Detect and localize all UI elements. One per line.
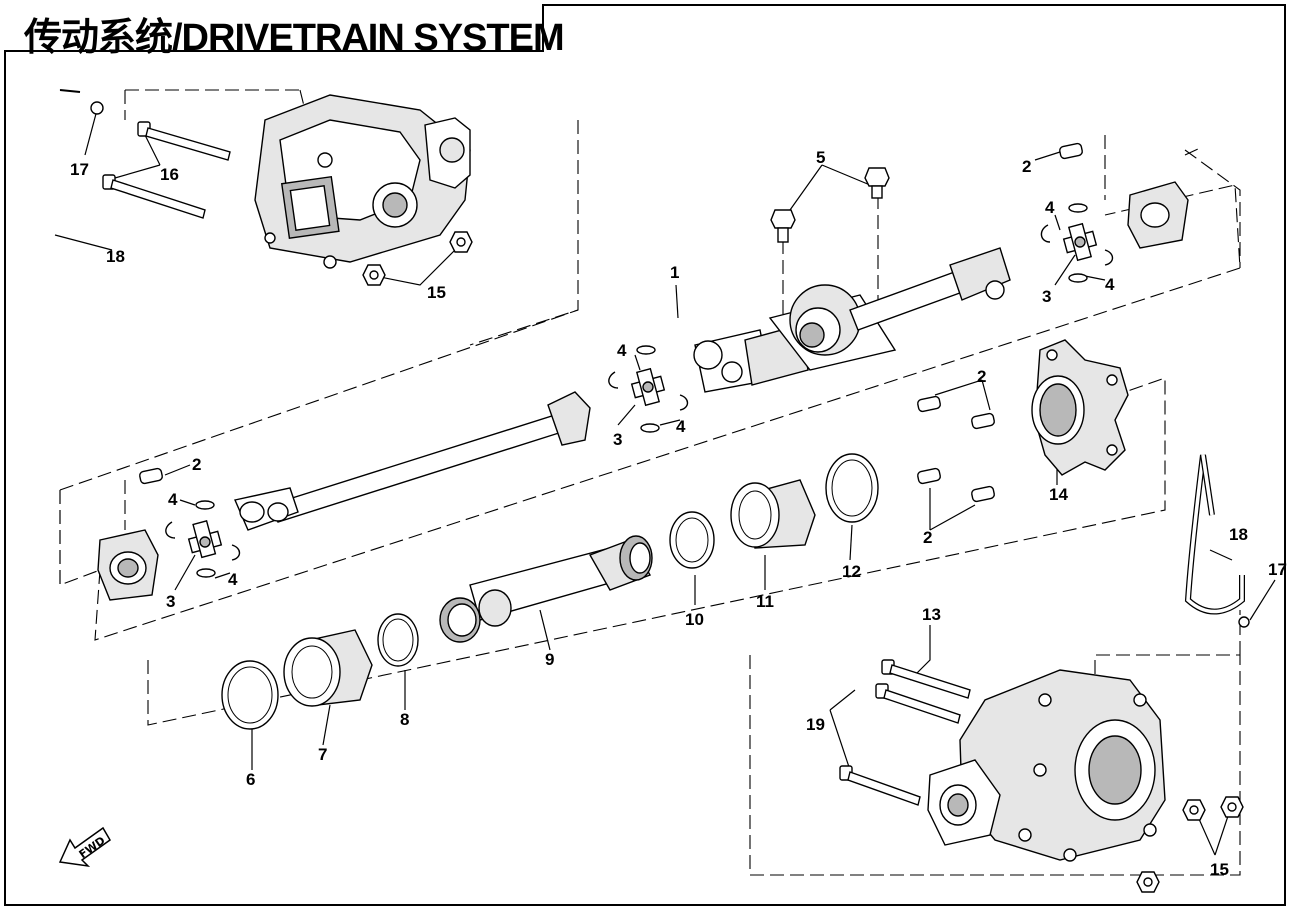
callout-2-left: 2	[192, 455, 201, 474]
snap-ring-rear	[1040, 203, 1114, 283]
callout-4-front-bottom: 4	[228, 570, 238, 589]
boot-7	[283, 629, 373, 707]
bracket-bolt-5b	[864, 167, 890, 199]
slip-shaft-9	[439, 535, 653, 643]
bracket-bolt-5a	[770, 209, 796, 243]
title-box: 传动系统/DRIVETRAIN SYSTEM	[4, 4, 565, 59]
diagram-frame	[4, 4, 1286, 906]
universal-joint-center	[630, 367, 666, 407]
snap-ring-center	[608, 345, 689, 433]
callout-8: 8	[400, 710, 409, 729]
callout-5: 5	[816, 148, 825, 167]
callout-2-right-lower: 2	[923, 528, 932, 547]
flange-yoke-front	[97, 529, 159, 601]
callout-4-center-top: 4	[617, 341, 627, 360]
universal-joint-rear	[1062, 222, 1098, 262]
callout-9: 9	[545, 650, 554, 669]
callout-4-center-bottom: 4	[676, 417, 686, 436]
callout-3-rear: 3	[1042, 287, 1051, 306]
long-bolt-16b	[102, 174, 206, 219]
callout-15-front: 15	[427, 283, 446, 302]
callout-2-right-upper: 2	[977, 367, 986, 386]
long-bolt-13	[881, 659, 971, 699]
long-bolt-19b	[839, 765, 921, 806]
callout-18-front: 18	[106, 247, 125, 266]
flange-yoke-rear	[1127, 181, 1189, 249]
breather-hose-front	[39, 88, 102, 469]
universal-joint-front	[187, 520, 223, 559]
callout-17-rear: 17	[1268, 560, 1287, 579]
callout-12: 12	[842, 562, 861, 581]
hose-clamp-front	[90, 101, 104, 115]
clamp-ring-10	[669, 511, 715, 569]
callout-18-rear: 18	[1229, 525, 1248, 544]
rear-diff-boundary	[749, 610, 1241, 876]
callout-1: 1	[670, 263, 679, 282]
output-flange-14	[1031, 339, 1129, 476]
bolt-2-right-lower	[917, 467, 995, 503]
callout-15-rear: 15	[1210, 860, 1229, 879]
callout-17-front: 17	[70, 160, 89, 179]
callout-4-rear-bottom: 4	[1105, 275, 1115, 294]
callout-14: 14	[1049, 485, 1068, 504]
callout-19: 19	[806, 715, 825, 734]
callout-labels: 1 2 2 2 2 3 3 3 4 4 4 4 4 4 5 6 7 8 9 10…	[70, 148, 1287, 879]
callout-3-center: 3	[613, 430, 622, 449]
clamp-ring-6	[221, 660, 279, 730]
callout-13: 13	[922, 605, 941, 624]
center-support-bearing	[693, 247, 1011, 393]
callout-6: 6	[246, 770, 255, 789]
front-propshaft-tube	[234, 391, 591, 531]
long-bolt-19a	[875, 683, 961, 724]
clamp-ring-12	[825, 453, 879, 523]
breather-hose-rear	[1184, 454, 1245, 615]
bolt-2-left	[139, 467, 163, 485]
snap-ring-front	[165, 500, 241, 578]
diagram-title: 传动系统/DRIVETRAIN SYSTEM	[24, 17, 565, 59]
callout-11: 11	[756, 592, 774, 611]
bolt-2-top	[1059, 142, 1083, 160]
callout-2-top: 2	[1022, 157, 1031, 176]
callout-4-front-top: 4	[168, 490, 178, 509]
callout-10: 10	[685, 610, 704, 629]
callout-4-rear-top: 4	[1045, 198, 1055, 217]
clamp-ring-8	[377, 613, 419, 667]
long-bolt-16a	[137, 121, 231, 161]
boot-11	[730, 479, 816, 549]
hose-clamp-rear	[1238, 616, 1250, 628]
front-diff-boundary	[124, 89, 579, 346]
callout-16: 16	[160, 165, 179, 184]
front-differential	[254, 94, 471, 269]
callout-7: 7	[318, 745, 327, 764]
fwd-direction-icon: FWD	[58, 826, 111, 868]
bolt-2-right-upper	[917, 395, 995, 430]
callout-3-front: 3	[166, 592, 175, 611]
rear-differential	[927, 669, 1166, 862]
propshaft-outer-boundary	[59, 149, 1241, 585]
